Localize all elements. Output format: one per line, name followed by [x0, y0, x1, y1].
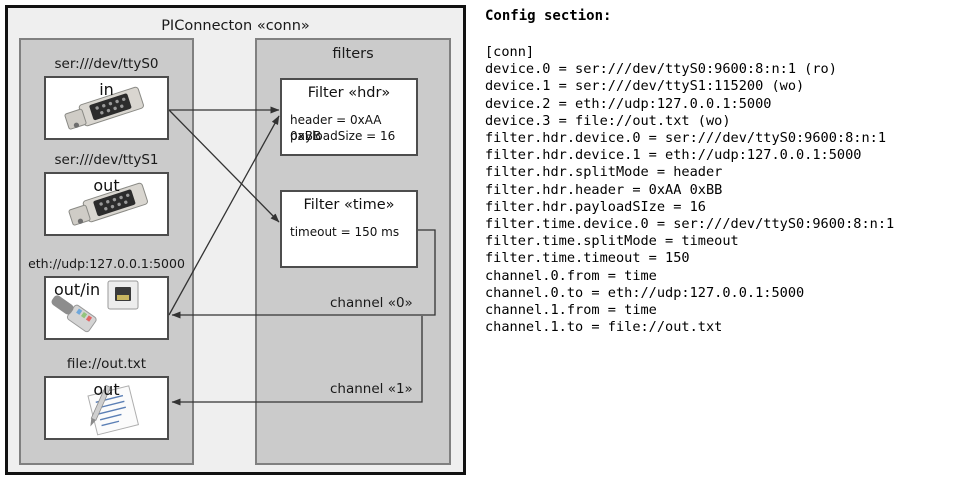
serial-port-icon [64, 86, 144, 130]
filter-prop-time-timeout: timeout = 150 ms [290, 225, 400, 239]
channel-label-1: channel «1» [330, 381, 413, 397]
filter-prop-hdr-payload: payloadSize = 16 [290, 129, 396, 143]
config-heading: Config section: [485, 8, 612, 24]
filters-panel-title: filters [332, 46, 374, 62]
text-file-icon [87, 384, 140, 436]
device-label-eth: eth://udp:127.0.0.1:5000 [28, 256, 185, 271]
channel-label-0: channel «0» [330, 295, 413, 311]
network-cable-icon [51, 280, 139, 333]
filter-box-time[interactable]: Filter «time» timeout = 150 ms [280, 190, 418, 268]
device-label-ttyS0: ser:///dev/ttyS0 [54, 56, 159, 72]
config-body: [conn] device.0 = ser:///dev/ttyS0:9600:… [485, 44, 895, 336]
filter-title-time: Filter «time» [303, 197, 395, 213]
serial-port-icon [68, 182, 148, 226]
device-label-file: file://out.txt [66, 356, 147, 372]
device-box-ttyS0[interactable]: in [44, 76, 169, 140]
connector-diagram: PIConnecton «conn» ser:///dev/ttyS0 in s… [0, 0, 474, 484]
device-box-ttyS1[interactable]: out [44, 172, 169, 236]
device-io-ttyS0: in [99, 80, 114, 99]
device-box-eth[interactable]: out/in [44, 276, 169, 340]
device-box-file[interactable]: out [44, 376, 169, 440]
device-io-eth: out/in [54, 280, 101, 299]
filter-prop-hdr-header: header = 0xAA 0xBB [290, 113, 382, 143]
device-label-ttyS1: ser:///dev/ttyS1 [54, 152, 159, 168]
filter-title-hdr: Filter «hdr» [307, 85, 391, 101]
piconnector-title: PIConnecton «conn» [161, 18, 310, 34]
config-section: Config section: [conn] device.0 = ser://… [482, 0, 964, 484]
device-io-file: out [93, 380, 120, 399]
filter-box-hdr[interactable]: Filter «hdr» header = 0xAA 0xBB payloadS… [280, 78, 418, 156]
device-io-ttyS1: out [93, 176, 120, 195]
